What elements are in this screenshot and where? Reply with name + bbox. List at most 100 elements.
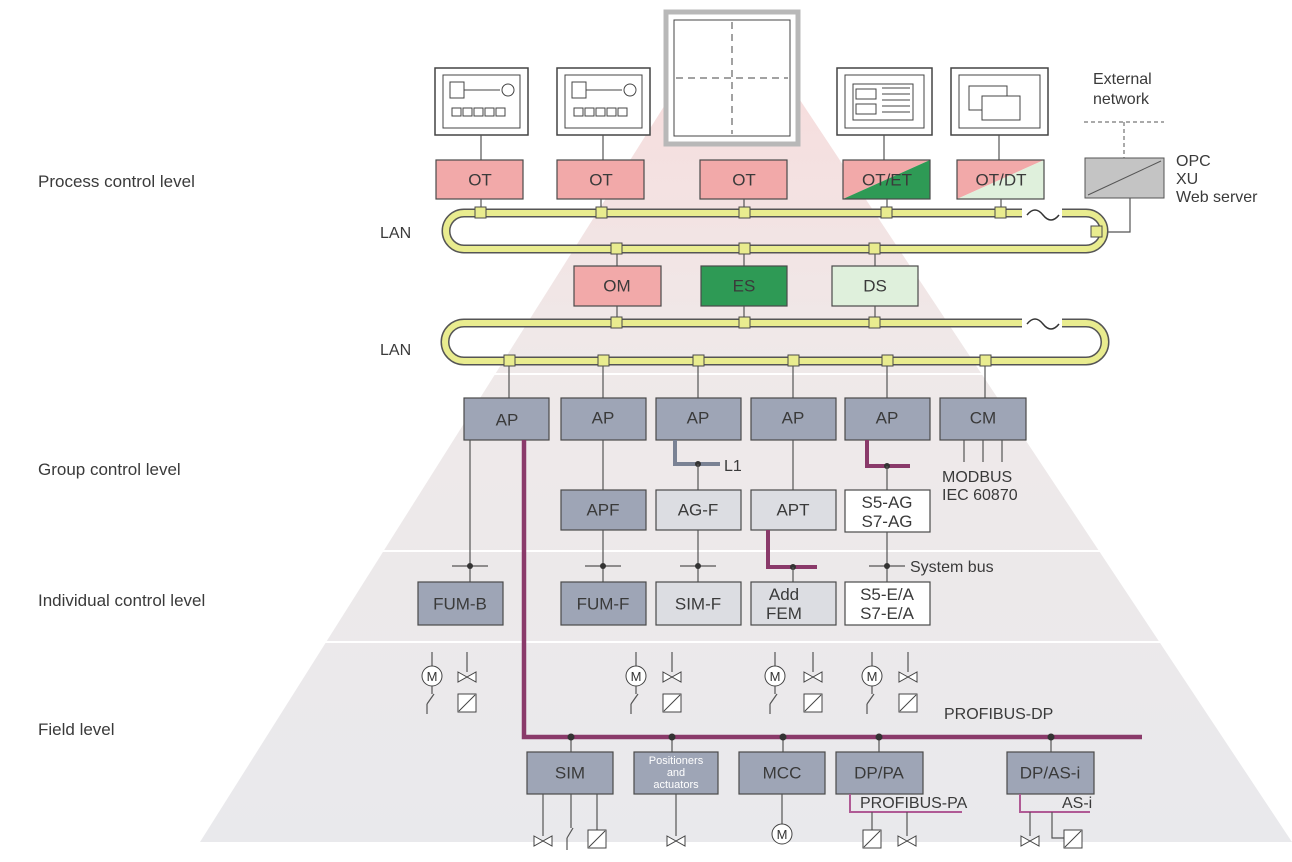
simf-box: SIM-F	[655, 581, 742, 626]
external-network-label-1: External	[1093, 71, 1152, 88]
dp-pa-box: DP/PA	[835, 751, 924, 795]
pyramid-background	[200, 100, 1292, 842]
svg-text:M: M	[867, 669, 878, 684]
level-label-field: Field level	[38, 720, 115, 739]
svg-text:AP: AP	[782, 408, 805, 427]
ot-box-3: OT	[699, 159, 788, 200]
s5-s7-ag-box: S5-AG S7-AG	[844, 489, 931, 533]
svg-text:AP: AP	[592, 408, 615, 427]
svg-text:S5-AG: S5-AG	[861, 493, 912, 512]
ap-box-5: AP	[844, 397, 931, 441]
svg-text:M: M	[777, 827, 788, 842]
svg-text:AP: AP	[496, 410, 519, 429]
ap-box-1: AP	[463, 397, 550, 441]
svg-text:S5-E/A: S5-E/A	[860, 585, 915, 604]
svg-text:OT: OT	[589, 170, 613, 189]
ot-dt-box: OT/DT	[956, 159, 1045, 200]
svg-text:AP: AP	[876, 408, 899, 427]
svg-text:and: and	[667, 767, 685, 779]
ot-et-box: OT/ET	[842, 159, 931, 200]
s5-s7-ea-box: S5-E/A S7-E/A	[844, 581, 931, 626]
svg-text:DP/AS-i: DP/AS-i	[1020, 763, 1080, 782]
svg-text:OT: OT	[468, 170, 492, 189]
svg-text:Positioners: Positioners	[649, 755, 704, 767]
iec-label: IEC 60870	[942, 487, 1018, 504]
svg-text:AP: AP	[687, 408, 710, 427]
gateway-box	[1084, 157, 1165, 199]
l1-line	[673, 440, 720, 466]
svg-text:CM: CM	[970, 408, 996, 427]
system-bus-label: System bus	[910, 559, 994, 576]
profibus-dp-label: PROFIBUS-DP	[944, 706, 1053, 723]
gateway-label-web: Web server	[1176, 189, 1258, 206]
svg-text:M: M	[631, 669, 642, 684]
lan2-nodes	[503, 316, 992, 367]
lan-label-2: LAN	[380, 342, 411, 359]
profibus-dp-line	[521, 440, 1142, 740]
svg-text:ES: ES	[733, 276, 756, 295]
svg-text:SIM-F: SIM-F	[675, 594, 721, 613]
svg-text:FUM-B: FUM-B	[433, 594, 487, 613]
svg-text:FUM-F: FUM-F	[577, 594, 630, 613]
l1-label: L1	[724, 458, 742, 475]
ap-box-2: AP	[560, 397, 647, 441]
field-device-group-1: M	[421, 652, 477, 714]
fumf-box: FUM-F	[560, 581, 647, 626]
svg-text:SIM: SIM	[555, 763, 585, 782]
agf-box: AG-F	[655, 489, 742, 531]
svg-text:S7-AG: S7-AG	[861, 512, 912, 531]
monitor-icon-5	[950, 67, 1049, 136]
cm-box: CM	[939, 397, 1027, 441]
pa-devices	[862, 812, 917, 849]
svg-text:M: M	[770, 669, 781, 684]
ap-box-4: AP	[750, 397, 837, 441]
sim-devices	[533, 794, 607, 850]
level-label-group: Group control level	[38, 460, 181, 479]
apf-box: APF	[560, 489, 647, 531]
monitor-icon-1	[434, 67, 529, 136]
profibus-dp-drops	[567, 733, 1055, 752]
svg-text:OT/DT: OT/DT	[976, 170, 1027, 189]
gateway-label-xu: XU	[1176, 171, 1198, 188]
svg-text:OT: OT	[732, 170, 756, 189]
large-screen-icon	[663, 9, 801, 147]
fumb-box: FUM-B	[417, 581, 504, 626]
lan1-nodes	[474, 206, 1103, 255]
om-box: OM	[573, 265, 662, 307]
apt-profibus-line	[766, 530, 817, 569]
svg-text:FEM: FEM	[766, 604, 802, 623]
external-network-label-2: network	[1093, 91, 1150, 108]
system-bus-taps	[452, 563, 905, 569]
lan-ring-2	[440, 318, 1110, 366]
svg-text:OM: OM	[603, 276, 630, 295]
field-device-group-3: M	[764, 652, 823, 714]
svg-text:APF: APF	[586, 500, 619, 519]
profibus-pa-line	[849, 794, 962, 813]
asi-line	[1019, 794, 1090, 813]
mcc-box: MCC	[738, 751, 826, 795]
field-device-group-4: M	[861, 652, 918, 714]
positioners-box: Positioners and actuators	[633, 751, 719, 795]
svg-text:M: M	[427, 669, 438, 684]
asi-label: AS-i	[1062, 795, 1092, 812]
field-device-group-2: M	[625, 652, 682, 714]
asi-devices	[1020, 812, 1083, 849]
es-box: ES	[700, 265, 788, 307]
positioner-valve	[666, 794, 686, 847]
ot-box-1: OT	[435, 159, 524, 200]
monitor-icon-4	[836, 67, 933, 136]
svg-text:DP/PA: DP/PA	[854, 763, 904, 782]
apt-box: APT	[750, 489, 837, 531]
lan-ring-1	[441, 208, 1109, 254]
add-fem-box: Add FEM	[750, 581, 837, 626]
sim-box: SIM	[526, 751, 614, 795]
gateway-label-opc: OPC	[1176, 153, 1211, 170]
ot-box-2: OT	[556, 159, 645, 200]
svg-text:Add: Add	[769, 585, 799, 604]
ds-box: DS	[831, 265, 919, 307]
lan-label-1: LAN	[380, 225, 411, 242]
svg-text:actuators: actuators	[653, 779, 699, 791]
svg-text:DS: DS	[863, 276, 887, 295]
svg-text:AG-F: AG-F	[678, 500, 719, 519]
modbus-label: MODBUS	[942, 469, 1012, 486]
